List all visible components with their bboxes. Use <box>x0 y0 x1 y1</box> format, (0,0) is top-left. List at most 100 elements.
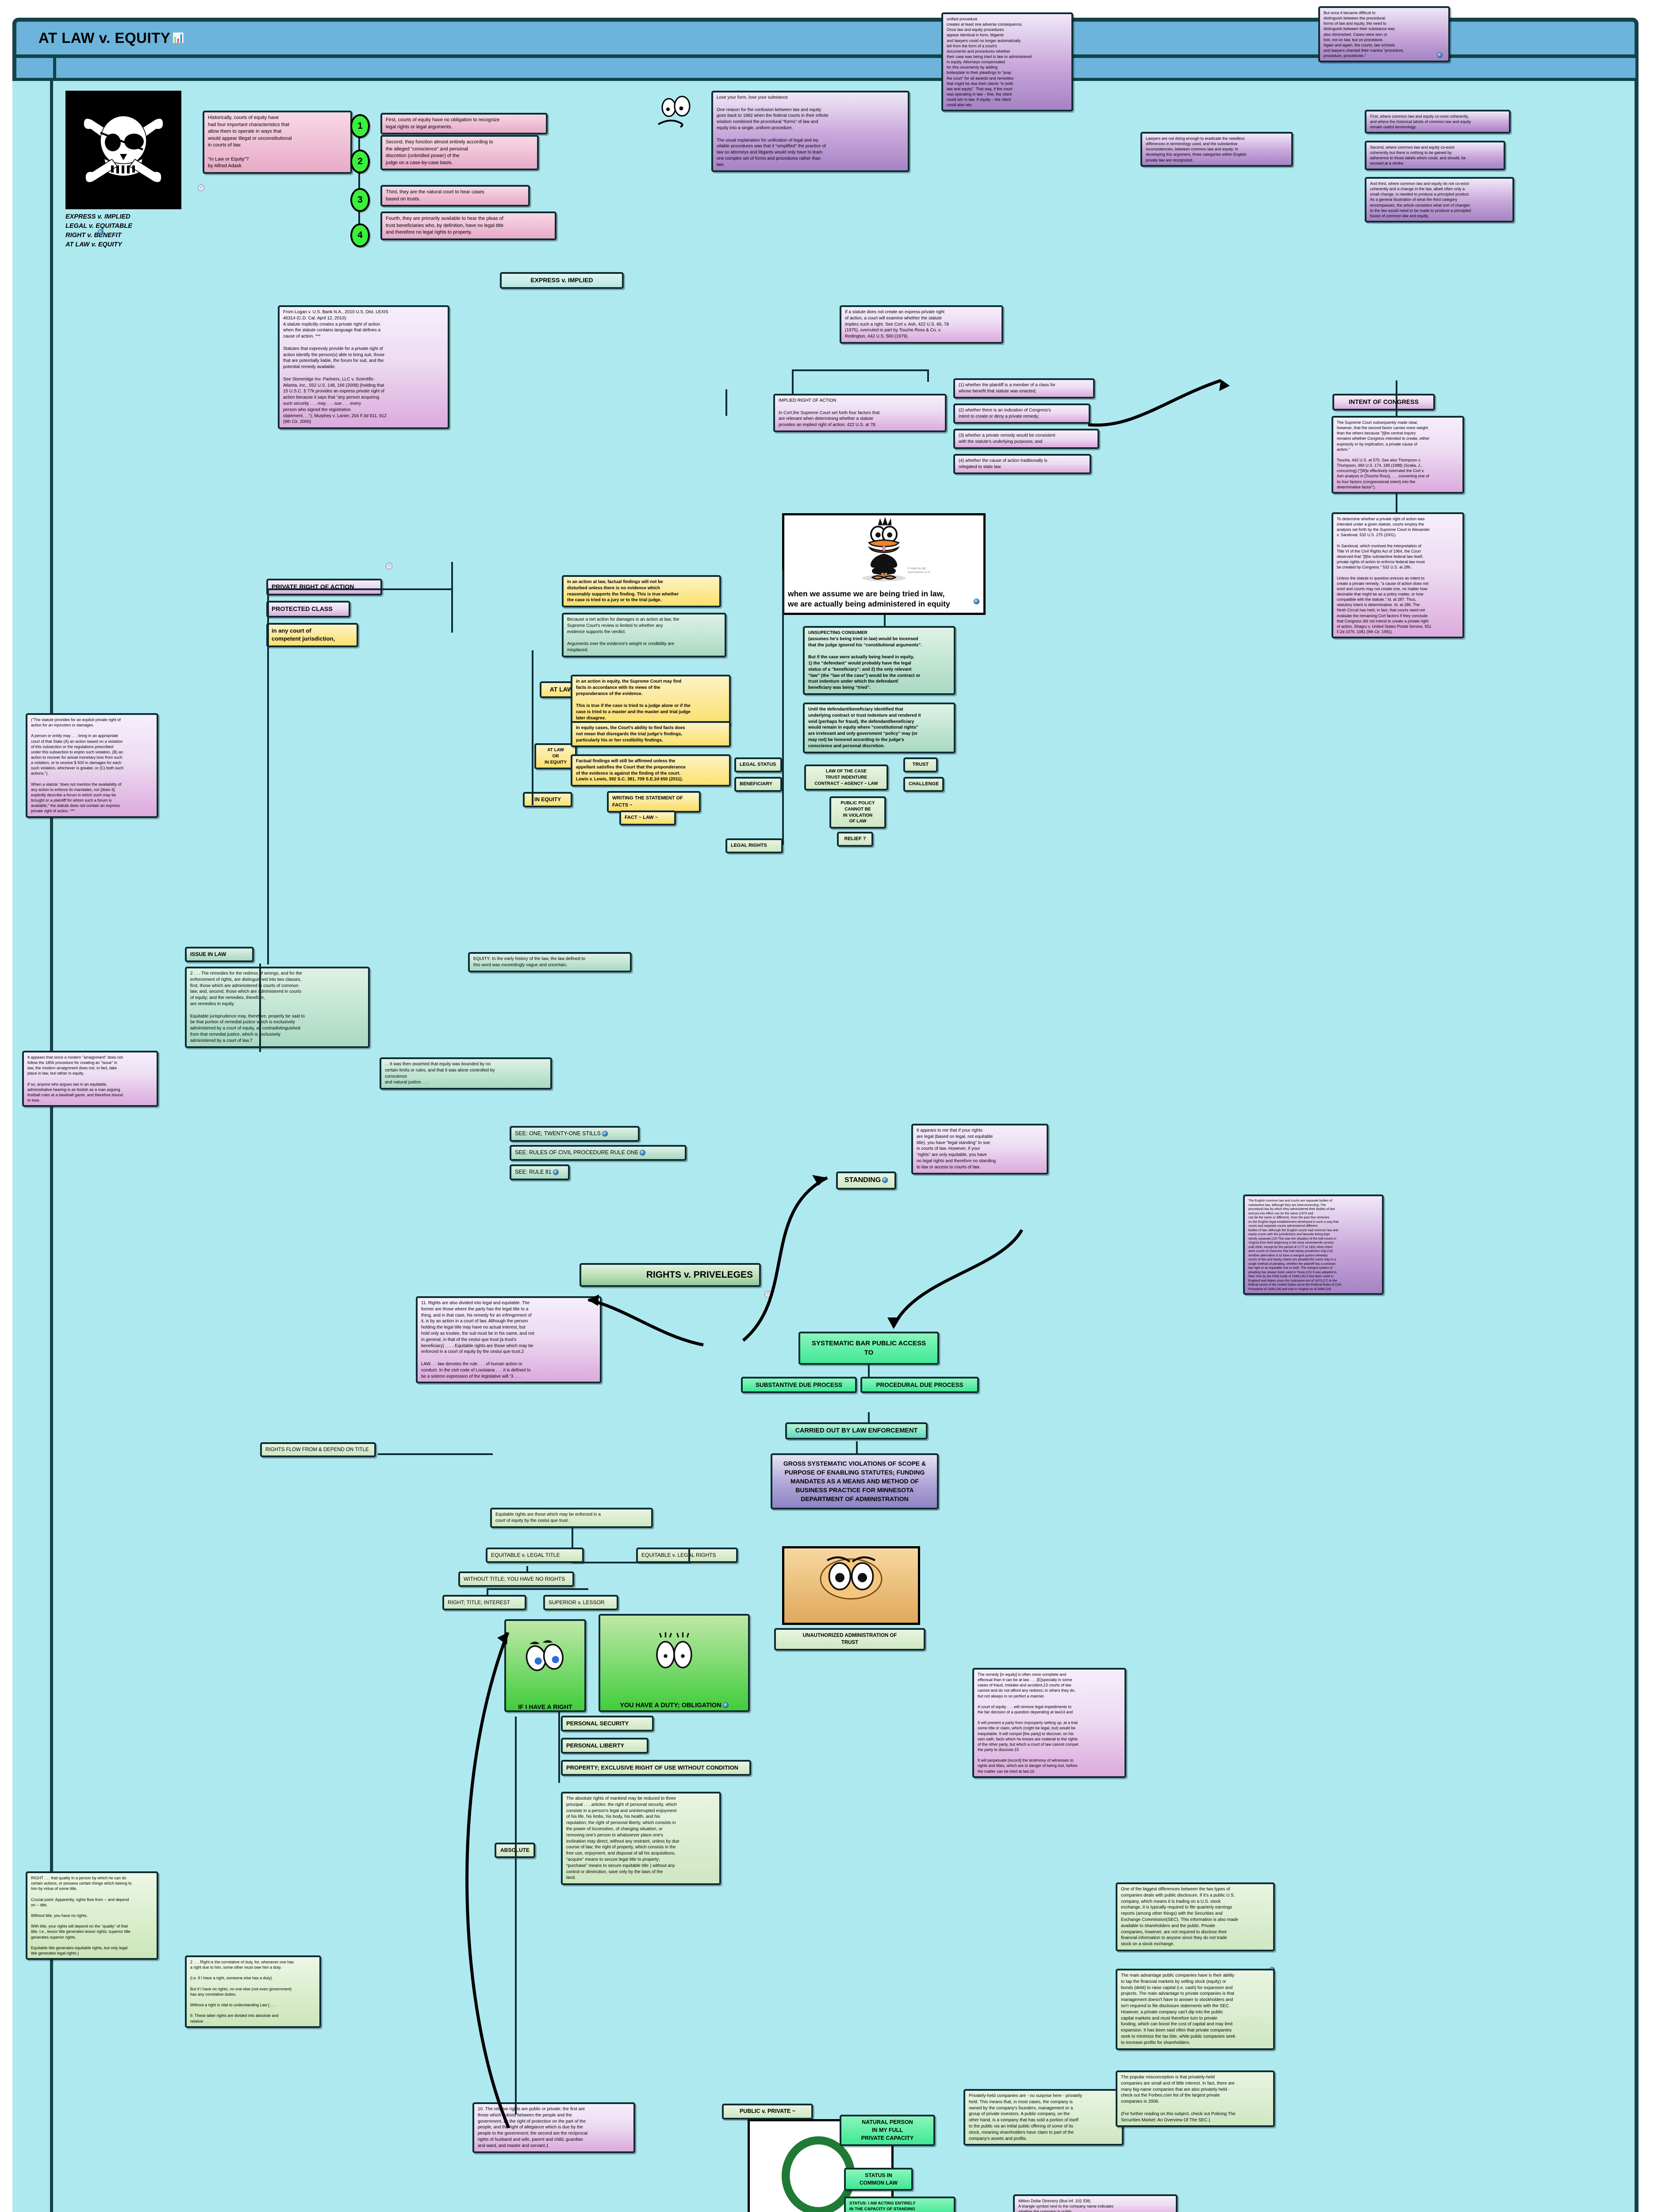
connector <box>267 588 453 590</box>
but-once-box: But once it became difficult to distingu… <box>1318 6 1450 63</box>
see-one-twentyone-node[interactable]: SEE: ONE; TWENTY-ONE STILLS <box>510 1126 640 1142</box>
popular-belief-box: The popular misconception is that privat… <box>1116 2070 1275 2128</box>
supreme-court-box: The Supreme Court subsequently made clea… <box>1332 416 1464 494</box>
globe-icon <box>602 1131 608 1137</box>
intro-point-3: Third, they are the natural court to hea… <box>380 185 530 207</box>
property-right-node: PROPERTY; EXCLUSIVE RIGHT OF USE WITHOUT… <box>561 1760 751 1776</box>
connector <box>259 964 261 1052</box>
if-i-have-a-right-box: IF I HAVE A RIGHT <box>504 1619 586 1712</box>
bullet-number-3: 3 <box>350 188 370 212</box>
right-definition-box: RIGHT . . . that quality in a person by … <box>26 1871 158 1960</box>
equitable-v-legal-rights-node: EQUITABLE v. LEGAL RIGHTS <box>636 1548 738 1563</box>
to-determine-box: To determine whether a private right of … <box>1332 512 1464 639</box>
skull-crossbones-image <box>65 91 181 209</box>
privately-held-box: Privately-held companies are - no surpri… <box>963 2089 1124 2146</box>
map-subtitle: EXPRESS v. IMPLIED LEGAL v. EQUITABLE RI… <box>65 213 132 249</box>
lawyers-box: Lawyers are not doing enough to eradicat… <box>1140 132 1293 167</box>
without-title-no-rights-node: WITHOUT TITLE; YOU HAVE NO RIGHTS <box>458 1571 574 1587</box>
law-of-the-case-node: LAW OF THE CASE TRUST INDENTURE CONTRACT… <box>804 764 888 791</box>
curve-arrow-congress <box>1088 379 1230 427</box>
until-defendant-box: Until the defendant/beneficiary identifi… <box>803 703 956 753</box>
connector <box>515 1717 517 2115</box>
left-side-strip <box>12 81 53 2212</box>
connector <box>868 1363 870 1377</box>
connector <box>792 369 929 371</box>
cort-factor-1: (1) whether the plaintiff is a member of… <box>953 378 1095 399</box>
collapse-toggle[interactable]: − <box>198 184 204 191</box>
see-rules-civil-procedure-node[interactable]: SEE: RULES OF CIVIL PROCEDURE RULE ONE <box>510 1145 687 1161</box>
bounded-by-no-limits-box: . . It was then asserted that equity was… <box>380 1057 552 1090</box>
eyes-doodle-icon <box>658 96 691 128</box>
category-3-box: And third, where common law and equity d… <box>1365 177 1514 223</box>
duck-icon: © mark du tait. www.marktoon.co.uk <box>862 517 930 581</box>
connector <box>267 637 269 964</box>
globe-icon <box>974 599 979 604</box>
connector <box>572 1562 691 1563</box>
express-v-implied-heading: EXPRESS v. IMPLIED <box>500 272 624 289</box>
relative-rights-box: 10. The relative rights are public or pr… <box>472 2102 635 2153</box>
superior-v-lessor-node: SUPERIOR v. LESSOR <box>543 1595 618 1611</box>
globe-icon <box>640 1150 646 1156</box>
if-statute-box: If a statute does not create an express … <box>840 305 1003 344</box>
globe-icon <box>98 229 104 235</box>
procedural-due-process-node: PROCEDURAL DUE PROCESS <box>860 1377 979 1394</box>
globe-icon <box>1437 52 1443 58</box>
globe-icon <box>553 1169 559 1175</box>
see-rule-81-node[interactable]: SEE: RULE 81 <box>510 1164 570 1180</box>
connector <box>856 1441 858 1454</box>
collapse-toggle[interactable]: − <box>386 563 392 569</box>
intro-point-2: Second, they function almost entirely ac… <box>380 135 539 171</box>
connector <box>868 1412 870 1424</box>
remedy-in-equity-box: The remedy [in equity] is often more com… <box>972 1668 1126 1778</box>
english-common-law-box: The English common law and courts are se… <box>1243 1194 1384 1295</box>
biggest-difference-box: One of the biggest differences between t… <box>1116 1882 1275 1951</box>
legal-rights-node: LEGAL RIGHTS <box>725 838 783 853</box>
equity-cases-box: In equity cases, the Court's ability to … <box>571 721 731 748</box>
connector <box>688 1548 690 1563</box>
relief-node: RELIEF ? <box>837 832 873 847</box>
challenge-node: CHALLENGE <box>903 777 944 792</box>
right-title-interest-node: RIGHT; TITLE; INTEREST <box>442 1595 526 1611</box>
curve-arrow-standing <box>742 1175 828 1342</box>
issue-in-law-body: 2 . . . The remedies for the redress of … <box>185 967 370 1048</box>
factual-findings-affirmed-box: Factual findings will still be affirmed … <box>571 754 731 787</box>
equitable-v-legal-title-node: EQUITABLE v. LEGAL TITLE <box>486 1548 584 1563</box>
connector <box>526 1566 528 1573</box>
cort-factor-3: (3) whether a private remedy would be co… <box>953 429 1099 449</box>
competent-jurisdiction-node: in any court of competent jurisdiction, <box>266 623 358 647</box>
gross-violations-node: GROSS SYSTEMATIC VIOLATIONS OF SCOPE & P… <box>771 1453 939 1510</box>
bullet-number-1: 1 <box>350 114 370 138</box>
intro-point-4: Fourth, they are primarily available to … <box>380 211 556 240</box>
connector-trunk <box>358 117 360 246</box>
svg-text:© mark du tait.: © mark du tait. <box>908 566 927 570</box>
you-have-duty-box: YOU HAVE A DUTY; OBLIGATION <box>599 1614 750 1712</box>
beneficiary-node: BENEFICIARY <box>734 777 782 792</box>
public-policy-node: PUBLIC POLICY CANNOT BE IN VIOLATION OF … <box>829 796 886 829</box>
trust-node: TRUST <box>903 757 938 772</box>
equity-maxim-box: EQUITY: In the early history of the law,… <box>468 952 632 972</box>
connector <box>487 1588 488 1596</box>
status-common-law-node: STATUS IN COMMON LAW <box>844 2168 913 2191</box>
connector <box>1396 380 1397 416</box>
duck-caption: when we assume we are being tried in law… <box>788 589 950 608</box>
unauthorized-admin-label: UNAUTHORIZED ADMINISTRATION OF TRUST <box>774 1628 925 1651</box>
private-right-of-action-node: PRIVATE RIGHT OF ACTION <box>266 579 382 595</box>
svg-text:www.marktoon.co.uk: www.marktoon.co.uk <box>907 571 930 574</box>
connector <box>378 1453 493 1455</box>
absolute-rights-box: The absolute rights of mankind may be re… <box>561 1792 721 1886</box>
source-million-dollar: Million Dollar Directory (Bus Inf. 102 /… <box>1013 2194 1178 2212</box>
curve-arrow-systematic <box>887 1229 1024 1329</box>
logan-case-box: From Logan v. U.S. Bank N.A., 2010 U.S. … <box>278 305 449 430</box>
standing-node[interactable]: STANDING <box>836 1171 896 1190</box>
connector <box>782 571 784 845</box>
rights-v-priveleges-heading: RIGHTS v. PRIVELEGES <box>579 1263 761 1287</box>
connector <box>927 369 929 382</box>
arraignment-note-box: It appears that since a modern "arraignm… <box>22 1051 158 1107</box>
page-title: AT LAW v. EQUITY <box>38 30 171 46</box>
connector <box>558 1712 560 1783</box>
category-2-box: Second, where common law and equity co-e… <box>1365 141 1505 170</box>
cort-factor-4: (4) whether the cause of action traditio… <box>953 454 1091 474</box>
globe-icon <box>722 1702 729 1709</box>
collapse-toggle[interactable]: − <box>764 1291 771 1298</box>
